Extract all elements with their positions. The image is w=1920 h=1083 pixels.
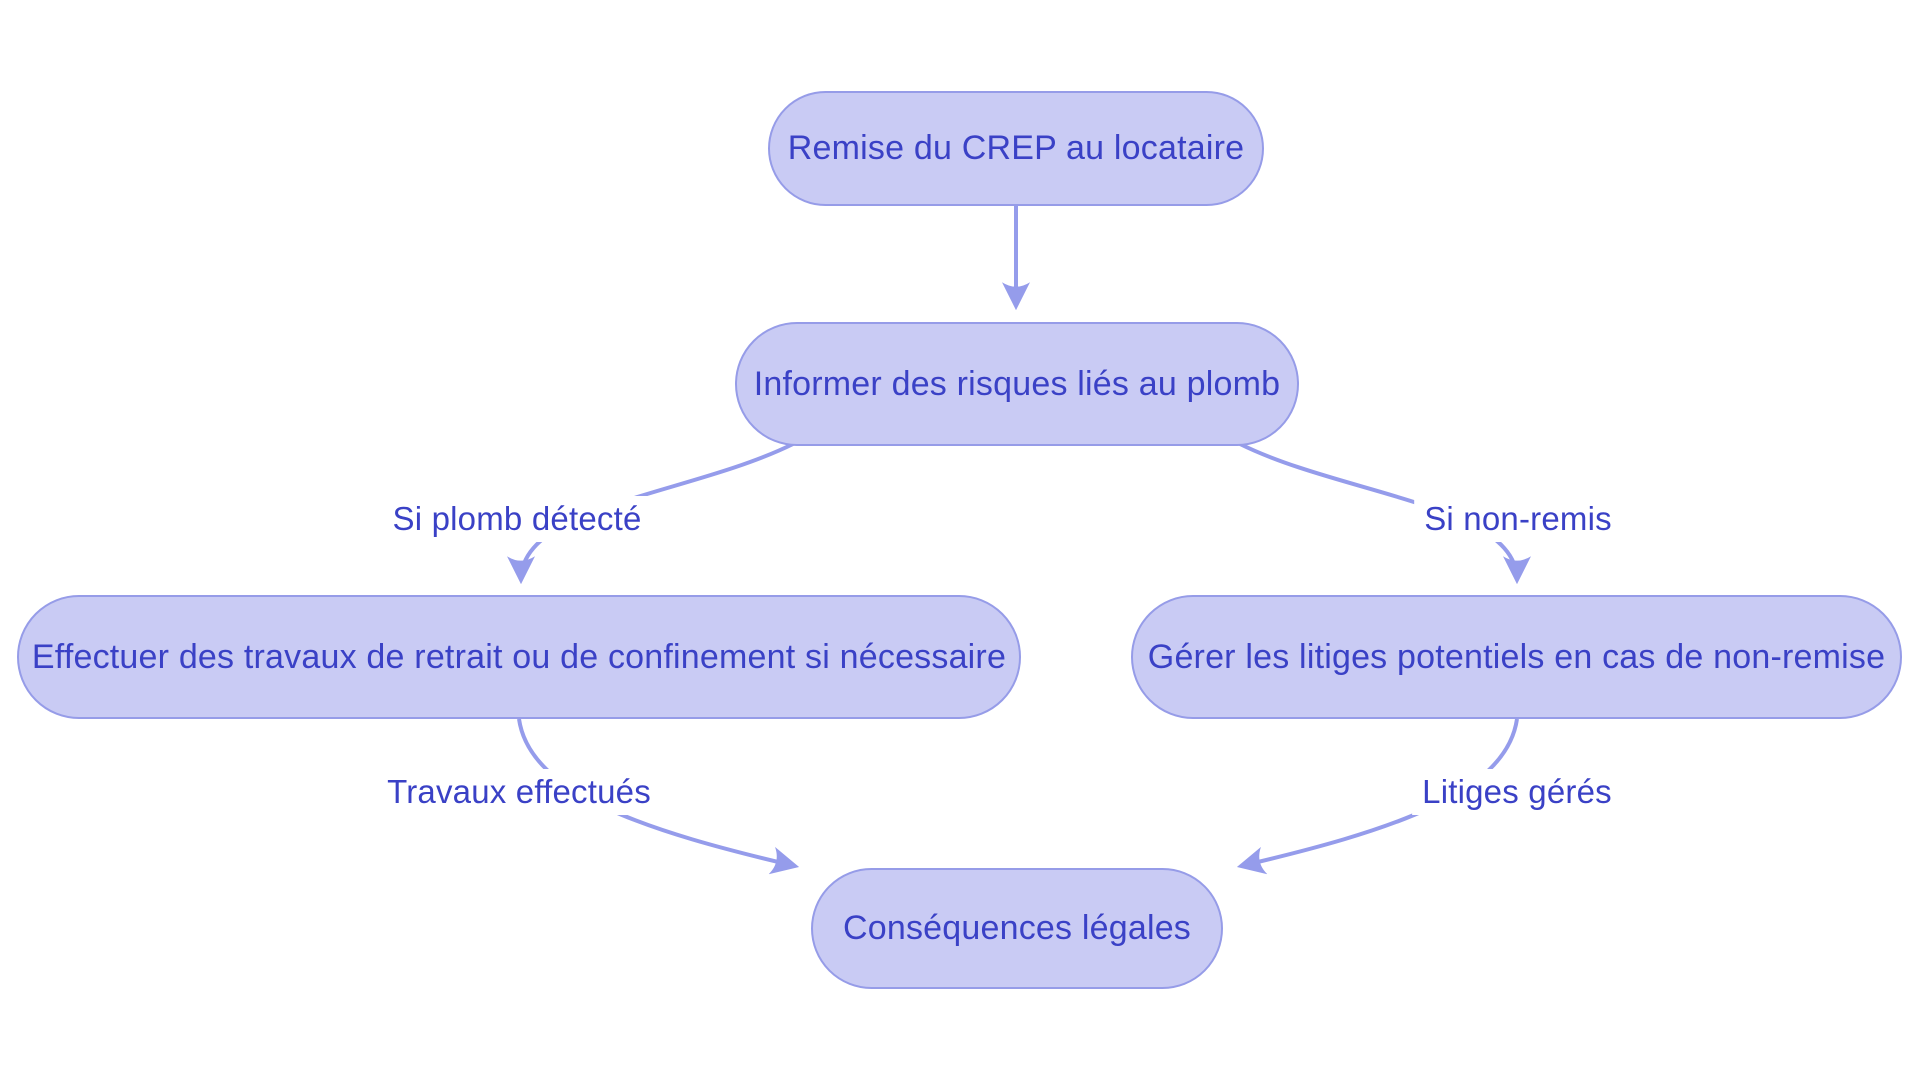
node-gerer-litiges: Gérer les litiges potentiels en cas de n…: [1131, 595, 1902, 719]
edge-label-si-non-remis: Si non-remis: [1414, 496, 1622, 542]
node-effectuer-travaux: Effectuer des travaux de retrait ou de c…: [17, 595, 1021, 719]
node-label: Informer des risques liés au plomb: [753, 364, 1281, 403]
node-label: Effectuer des travaux de retrait ou de c…: [31, 637, 1007, 676]
node-label: Gérer les litiges potentiels en cas de n…: [1147, 637, 1886, 676]
edge-label-travaux-effectues: Travaux effectués: [377, 769, 661, 815]
node-informer-risques: Informer des risques liés au plomb: [735, 322, 1299, 446]
node-label: Conséquences légales: [842, 909, 1192, 947]
node-remise-crep: Remise du CREP au locataire: [768, 91, 1264, 206]
edge-label-si-plomb-detecte: Si plomb détecté: [382, 496, 652, 542]
edge-label-litiges-geres: Litiges gérés: [1412, 769, 1622, 815]
node-consequences-legales: Conséquences légales: [811, 868, 1223, 989]
node-label: Remise du CREP au locataire: [787, 129, 1245, 167]
